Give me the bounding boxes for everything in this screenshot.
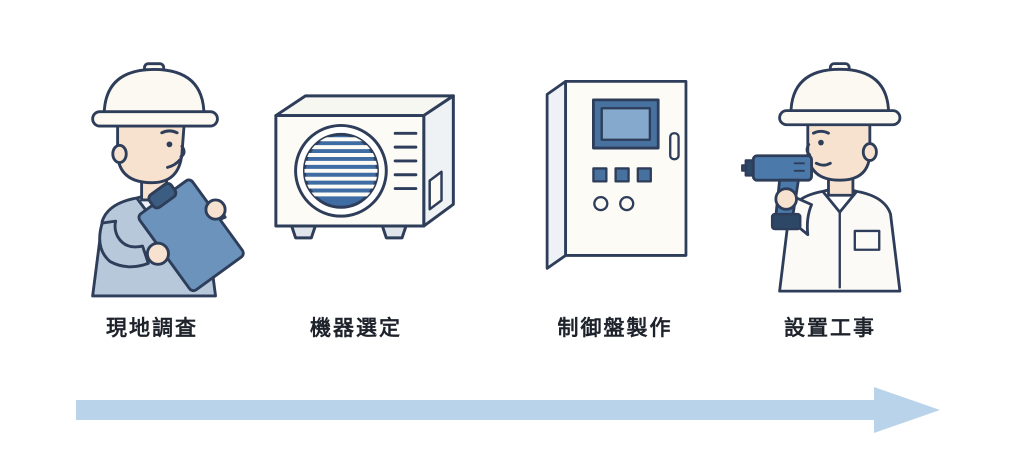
worker-with-clipboard-illustration (91, 62, 245, 298)
step-label: 機器選定 (310, 316, 402, 340)
outdoor-ac-unit-illustration (274, 94, 455, 240)
step-label: 設置工事 (784, 316, 876, 340)
control-panel-illustration (545, 80, 688, 270)
flow-arrow-shape (76, 387, 940, 433)
step-label: 現地調査 (106, 316, 198, 340)
flow-arrow-icon (76, 387, 940, 433)
step-label: 制御盤製作 (557, 316, 673, 340)
worker-with-drill-illustration (741, 62, 902, 293)
